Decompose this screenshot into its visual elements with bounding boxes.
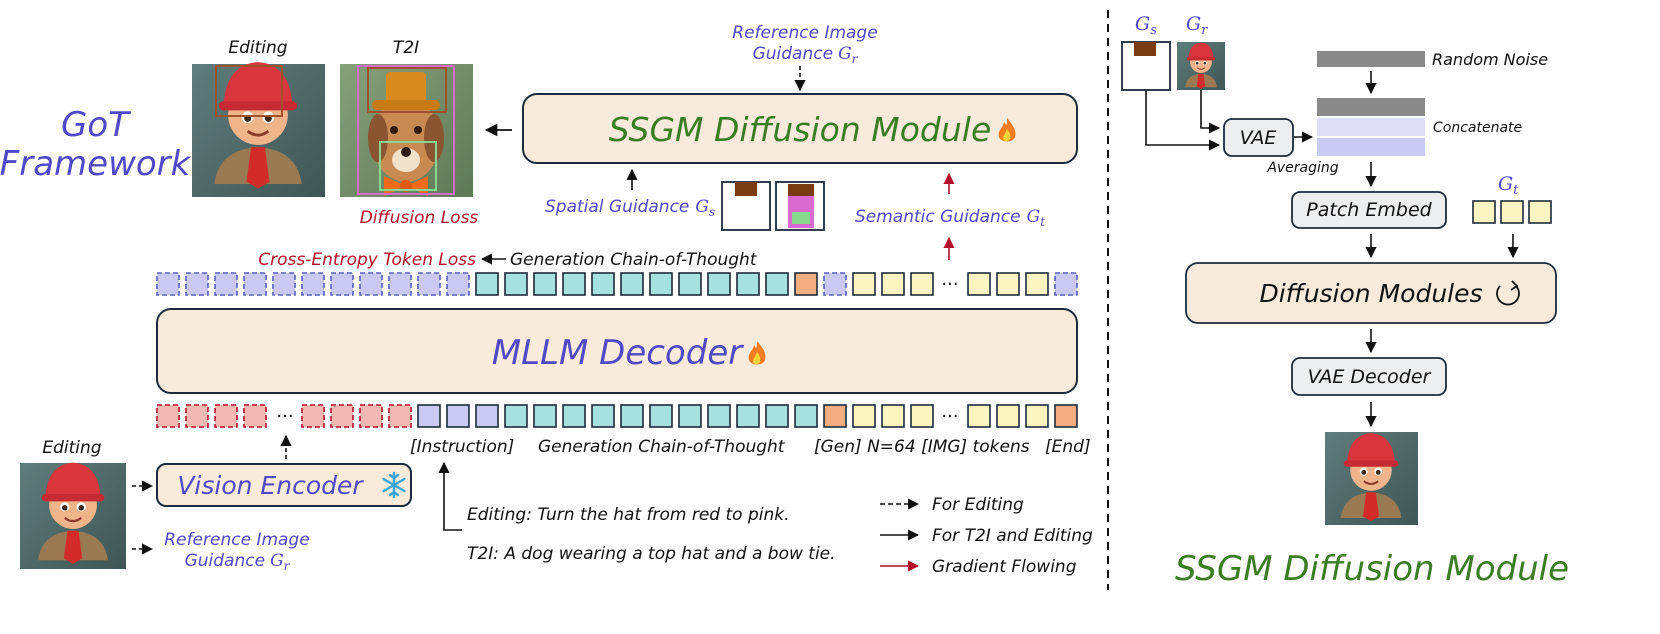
output-tokens-instruction (156, 272, 470, 296)
arrow-gr-to-vae (1200, 90, 1221, 134)
gt-tokens (1472, 200, 1552, 224)
got-title-line1: GoT (61, 105, 131, 145)
concat-stack (1317, 98, 1425, 156)
ref-guidance-top-line1: Reference Image (732, 23, 877, 43)
output-tokens-img (852, 272, 1049, 296)
output-token-row: ··· (156, 272, 1078, 296)
input-ellipsis-2: ··· (941, 406, 958, 427)
t2i-prompt: T2I: A dog wearing a top hat and a bow t… (467, 544, 836, 564)
right-panel-title: SSGM Diffusion Module (1175, 549, 1569, 589)
editing-image-top (192, 60, 325, 197)
output-tokens-cot (475, 272, 789, 296)
fire-icon (998, 118, 1016, 142)
editing-label-bottom: Editing (42, 438, 101, 458)
random-noise-bar (1317, 51, 1425, 67)
vision-encoder-box: Vision Encoder (156, 463, 412, 507)
output-token-end-dashed (1054, 272, 1078, 296)
output-token-dashed (823, 272, 847, 296)
gt-label: Gt (1498, 173, 1519, 198)
legend: For Editing For T2I and Editing Gradient… (880, 495, 1093, 577)
input-token-end (1054, 404, 1078, 428)
arrow-gs-to-vae (1145, 90, 1221, 151)
editing-label-top: Editing (228, 38, 287, 58)
vae-decoder-box: VAE Decoder (1291, 357, 1447, 396)
snowflake-icon (382, 471, 406, 499)
random-noise-label: Random Noise (1432, 50, 1548, 69)
input-ellipsis-1: ··· (276, 406, 293, 427)
diffusion-modules-label: Diffusion Modules (1259, 279, 1482, 308)
editing-image-bottom (20, 461, 126, 569)
output-ellipsis: ··· (941, 274, 958, 295)
patch-embed-box: Patch Embed (1291, 191, 1447, 229)
end-label: [End] (1045, 437, 1091, 457)
ssgm-label: SSGM Diffusion Module (609, 110, 992, 149)
bowtie-bbox-t2i (379, 141, 437, 191)
gen-cot-bottom-label: Generation Chain-of-Thought (538, 437, 786, 457)
fire-icon (748, 341, 766, 365)
input-tokens-img (852, 404, 1049, 428)
gs-label: Gs (1135, 13, 1157, 38)
mllm-decoder-label: MLLM Decoder (492, 333, 744, 373)
ce-loss-label: Cross-Entropy Token Loss (258, 250, 476, 270)
input-tokens-cot (504, 404, 818, 428)
legend-for-t2i-editing: For T2I and Editing (932, 526, 1093, 546)
editing-prompt: Editing: Turn the hat from red to pink. (467, 505, 790, 525)
diffusion-loss-label: Diffusion Loss (360, 208, 479, 228)
gr-label: Gr (1186, 13, 1208, 38)
gen-cot-top-label: Generation Chain-of-Thought (510, 250, 758, 270)
instruction-label: [Instruction] (410, 437, 514, 457)
input-tokens-image (156, 404, 412, 428)
gs-mask (1121, 41, 1171, 91)
ssgm-module-box: SSGM Diffusion Module (522, 93, 1078, 164)
mllm-decoder-box: MLLM Decoder (156, 308, 1078, 394)
input-token-row: ··· ··· (156, 404, 1078, 428)
output-image (1325, 432, 1418, 525)
arrow-prompt-to-instruction (438, 461, 462, 531)
vae-box: VAE (1223, 118, 1294, 157)
got-title-line2: Framework (0, 144, 192, 184)
got-title: GoT Framework (0, 105, 192, 184)
gen-tokens-label: [Gen] N=64 [IMG] tokens (814, 437, 1030, 457)
input-tokens-instruction (417, 404, 499, 428)
output-token-gen (794, 272, 818, 296)
vision-encoder-label: Vision Encoder (177, 471, 364, 500)
spatial-mask-t2i (775, 181, 825, 231)
patch-embed-label: Patch Embed (1306, 199, 1432, 221)
ref-guidance-bottom-line1: Reference Image (164, 530, 309, 550)
t2i-image (340, 64, 473, 197)
averaging-label: Averaging (1266, 160, 1338, 176)
loop-icon (1496, 280, 1520, 306)
hat-bbox-t2i (367, 67, 447, 113)
input-token-gen (823, 404, 847, 428)
legend-for-editing: For Editing (932, 495, 1024, 515)
t2i-label: T2I (393, 38, 419, 58)
head-bbox-t2i (357, 65, 455, 195)
gr-image (1177, 42, 1225, 90)
vae-decoder-label: VAE Decoder (1308, 366, 1432, 388)
legend-gradient: Gradient Flowing (932, 557, 1077, 577)
spatial-mask-editing (721, 181, 771, 231)
concatenate-label: Concatenate (1433, 120, 1522, 136)
diffusion-modules-box: Diffusion Modules (1185, 262, 1557, 324)
hat-bbox (215, 65, 283, 117)
vae-label: VAE (1240, 127, 1277, 149)
